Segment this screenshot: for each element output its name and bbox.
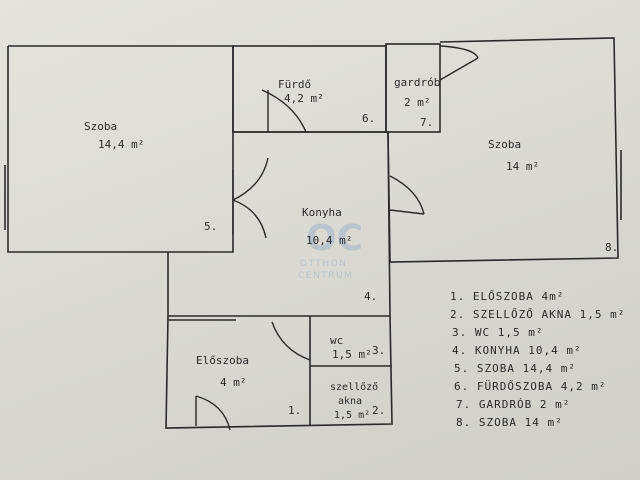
legend-item-6: 6. FÜRDŐSZOBA 4,2 m² [454,379,606,393]
watermark: OC OTTHON CENTRUM [298,218,363,281]
door-gardrobe-arc [439,45,479,59]
legend-item-8: 8. SZOBA 14 m² [456,416,563,429]
room-labels: Szoba 14,4 m² 5. Fürdő 4,2 m² 6. gardrób… [84,76,618,421]
legend: 1. ELŐSZOBA 4m² 2. SZELLŐZŐ AKNA 1,5 m² … [450,289,625,429]
eloszoba-area: 4 m² [220,376,247,389]
kitchen-number: 4. [364,290,377,303]
kitchen-area: 10,4 m² [306,234,352,247]
legend-item-5: 5. SZOBA 14,4 m² [454,362,576,375]
door-kitchen-arc-bottom [232,199,267,239]
wc-number: 3. [372,344,385,357]
wc-area: 1,5 m² [332,348,372,361]
watermark-line1: OTTHON [300,259,348,269]
right-room-number: 8. [605,241,618,254]
watermark-line2: CENTRUM [298,271,353,281]
wall-gardrobe [385,43,441,133]
bathroom-name: Fürdő [278,78,311,91]
legend-item-4: 4. KONYHA 10,4 m² [452,344,582,357]
walls [4,37,622,429]
legend-item-2: 2. SZELLŐZŐ AKNA 1,5 m² [450,307,625,321]
gardrobe-area: 2 m² [404,96,431,109]
legend-item-3: 3. WC 1,5 m² [452,326,543,339]
shaft-area: 1,5 m² [334,410,370,421]
right-room-name: Szoba [488,138,521,151]
wc-name: wc [330,334,343,347]
bathroom-area: 4,2 m² [284,92,324,105]
gardrobe-number: 7. [420,116,433,129]
left-room-area: 14,4 m² [98,138,144,151]
door-wc-arc [271,321,311,361]
shaft-name-line1: szellőző [330,381,378,393]
legend-item-7: 7. GARDRÓB 2 m² [456,398,570,411]
wall-lower-outer [165,315,393,429]
door-bathroom-arc [261,89,307,133]
bathroom-number: 6. [362,112,375,125]
shaft-name-line2: akna [338,396,362,407]
left-room-number: 5. [204,220,217,233]
left-room-name: Szoba [84,120,117,133]
legend-item-1: 1. ELŐSZOBA 4m² [450,289,564,303]
right-room-area: 14 m² [506,160,539,173]
eloszoba-number: 1. [288,404,301,417]
door-right-arc [389,175,425,215]
shaft-number: 2. [372,404,385,417]
door-kitchen-arc-top [232,157,269,201]
door-entrance-arc [195,395,231,431]
kitchen-name: Konyha [302,206,342,219]
door-gardrobe-leaf [439,57,479,81]
watermark-logo: OC [306,218,363,259]
eloszoba-name: Előszoba [196,354,249,367]
door-right-leaf [389,209,425,215]
wall-left-room [7,45,234,253]
doors [195,45,479,431]
gardrobe-name: gardrób [394,76,440,89]
